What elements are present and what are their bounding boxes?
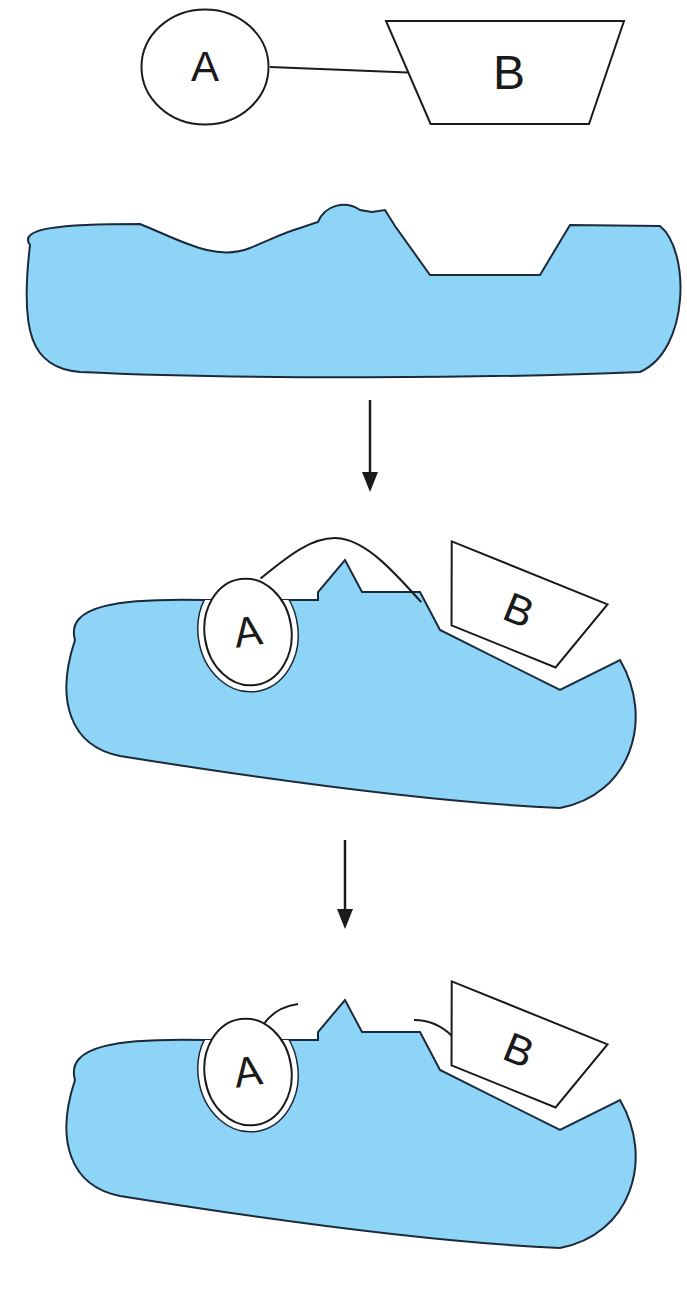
node-label: A <box>196 571 300 692</box>
ligand-trapezoid: B <box>385 20 625 125</box>
protein-cleaved <box>66 972 635 1248</box>
ligand-ellipse: A <box>196 571 300 692</box>
ligand-ellipse: A <box>140 8 270 126</box>
binding-pocket <box>412 532 617 686</box>
ligand-ellipse: A <box>196 1011 300 1132</box>
cleaved-linker <box>414 1020 452 1036</box>
cleaved-linker <box>264 1004 298 1024</box>
linker-line <box>270 67 408 73</box>
protein-surface <box>27 205 681 377</box>
binding-pocket <box>190 1006 306 1139</box>
protein-bound <box>66 532 635 808</box>
arrow-head <box>337 909 353 929</box>
process-arrow <box>344 840 347 912</box>
binding-pocket <box>412 972 617 1126</box>
node-label: A <box>140 8 270 126</box>
linker-line <box>261 538 422 602</box>
node-label: A <box>196 1011 300 1132</box>
binding-pocket <box>190 566 306 699</box>
node-label: B <box>385 20 629 125</box>
arrow-head <box>362 472 378 492</box>
process-arrow <box>369 400 372 475</box>
